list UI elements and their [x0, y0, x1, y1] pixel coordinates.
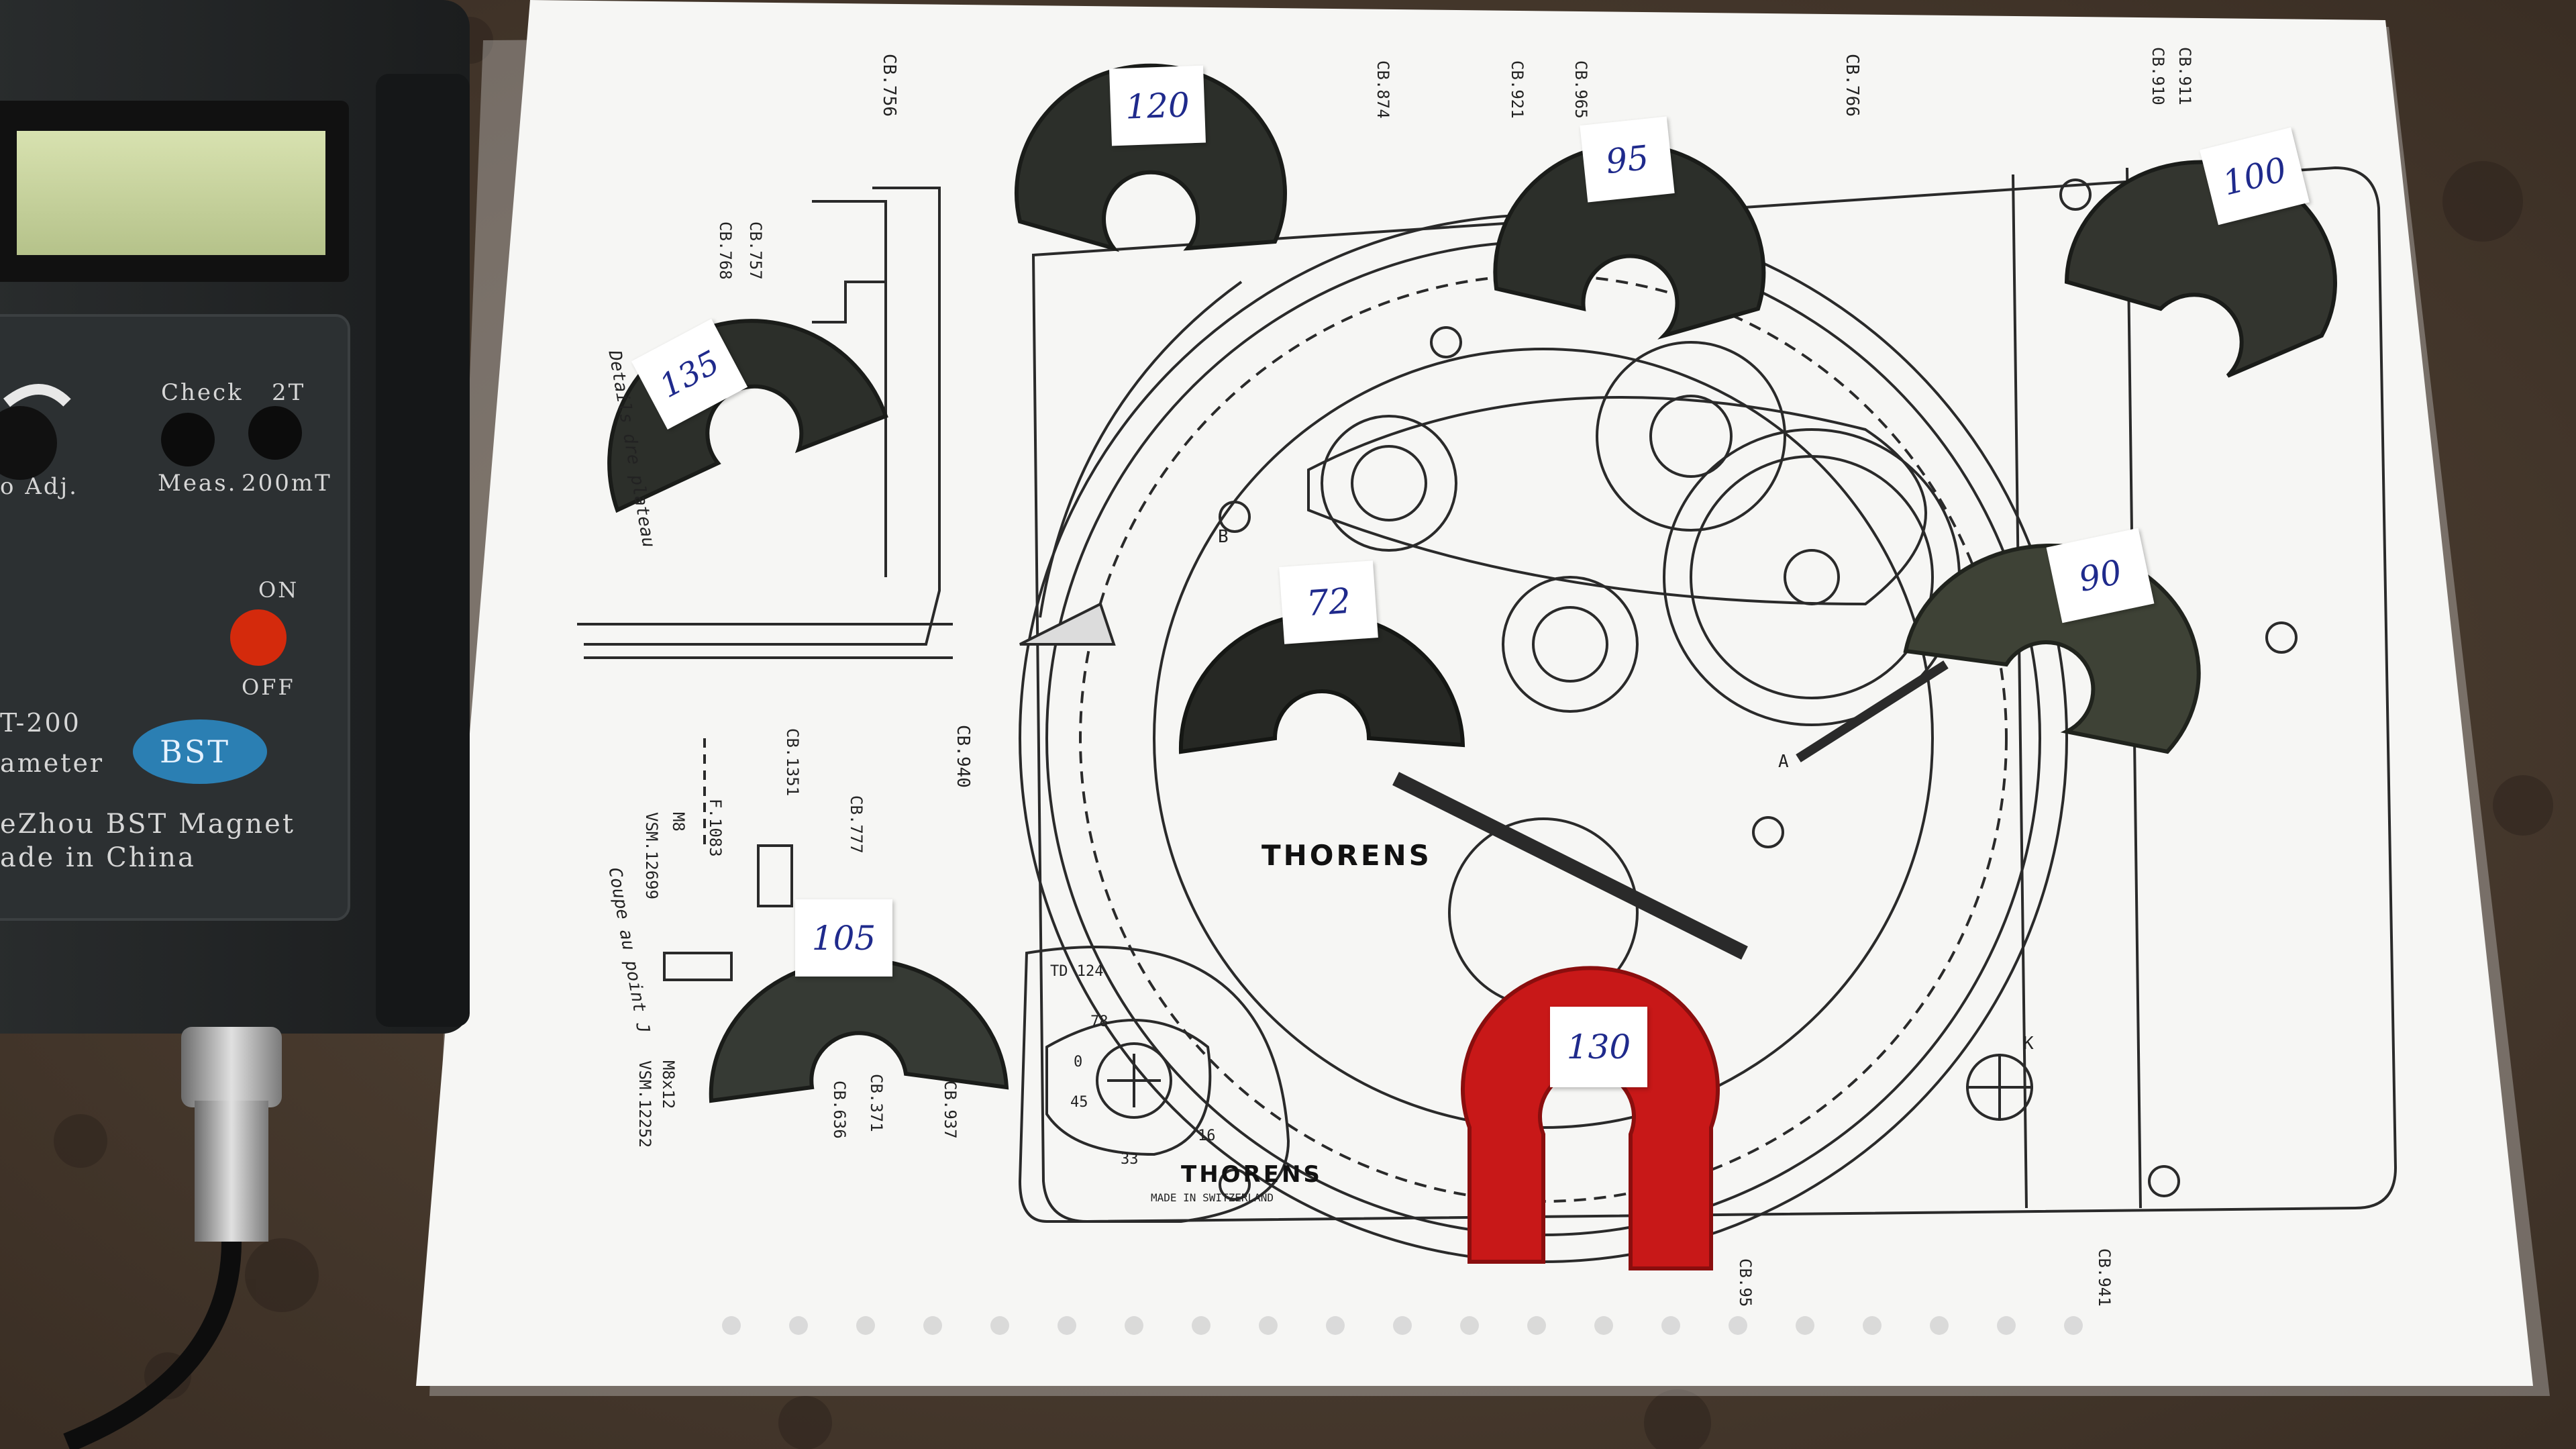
- model-td124: TD 124: [1050, 963, 1104, 980]
- code-cb911: CB.911: [2175, 47, 2194, 105]
- connector-nut: [195, 1101, 268, 1242]
- magnet-120[interactable]: [1015, 63, 1287, 252]
- code-cb95: CB.95: [1736, 1258, 1755, 1307]
- range-200mt-label: 200mT: [242, 470, 332, 497]
- scale-33: 33: [1121, 1151, 1139, 1168]
- technical-drawing: [577, 166, 2398, 1263]
- magnet-72[interactable]: [1178, 611, 1465, 754]
- connector-body[interactable]: [181, 1027, 282, 1107]
- code-vsm12699: VSM.12699: [642, 812, 661, 900]
- range-2t-label: 2T: [272, 379, 306, 406]
- sleeve-holes: [722, 1316, 2083, 1335]
- zero-adj-knob[interactable]: [0, 406, 57, 480]
- magnet-105[interactable]: [709, 957, 1009, 1103]
- brand-badge: BST: [160, 734, 230, 770]
- magnet-tag-105: 105: [795, 899, 892, 977]
- meter-side-rail: [376, 74, 470, 1027]
- check-button[interactable]: [161, 413, 215, 466]
- letter-a: A: [1778, 752, 1789, 772]
- magnet-tag-72: 72: [1279, 560, 1378, 644]
- thorens-logo-bottom: THORENS: [1181, 1161, 1323, 1188]
- code-cb937: CB.937: [941, 1081, 960, 1139]
- code-cb777: CB.777: [847, 795, 866, 854]
- code-cb1351: CB.1351: [783, 728, 802, 797]
- meas-label: Meas.: [158, 470, 238, 497]
- zero-adj-arc: [3, 384, 71, 407]
- on-label: ON: [258, 577, 299, 603]
- check-label: Check: [161, 379, 244, 406]
- probe-cable: [63, 1241, 242, 1449]
- magnet-95[interactable]: [1493, 142, 1766, 340]
- scale-16: 16: [1198, 1128, 1216, 1144]
- zero-adj-label: o Adj.: [0, 473, 79, 500]
- code-cb874: CB.874: [1374, 60, 1392, 119]
- code-cb636: CB.636: [830, 1081, 849, 1139]
- code-cb921: CB.921: [1508, 60, 1527, 119]
- gaussmeter: [0, 0, 470, 1449]
- code-cb756: CB.756: [879, 54, 899, 117]
- magnet-tag-130: 130: [1550, 1007, 1647, 1087]
- model-label: T-200: [0, 708, 81, 738]
- magnet-tag-120: 120: [1109, 65, 1206, 146]
- magnet-tag-95: 95: [1580, 116, 1675, 203]
- maker-line-1: eZhou BST Magnet: [0, 809, 295, 840]
- code-cb941: CB.941: [2095, 1248, 2114, 1307]
- code-cb965: CB.965: [1572, 60, 1590, 119]
- code-cb371: CB.371: [867, 1074, 886, 1132]
- maker-line-2: ade in China: [0, 842, 196, 873]
- letter-k: K: [2023, 1034, 2034, 1054]
- code-f1083: F.1083: [706, 799, 725, 857]
- type-label: ameter: [0, 748, 105, 778]
- range-button[interactable]: [248, 406, 302, 460]
- off-label: OFF: [242, 674, 295, 700]
- code-cb940: CB.940: [953, 725, 973, 788]
- scale-78: 78: [1090, 1013, 1109, 1030]
- code-m8: M8: [669, 812, 688, 832]
- code-cb766: CB.766: [1842, 54, 1862, 117]
- thorens-logo: THORENS: [1261, 839, 1432, 872]
- lcd-display: [17, 131, 325, 255]
- letter-b: B: [1218, 527, 1229, 547]
- code-m8x12: M8x12: [659, 1060, 678, 1109]
- made-in-switzerland: MADE IN SWITZERLAND: [1151, 1191, 1274, 1204]
- bst-badge-shape: [133, 719, 267, 784]
- code-cb910: CB.910: [2149, 47, 2167, 105]
- magnet-100[interactable]: [2064, 160, 2337, 378]
- code-vsm12252: VSM.12252: [635, 1060, 654, 1148]
- meter-panel: [0, 314, 350, 921]
- scale-45: 45: [1070, 1094, 1088, 1111]
- power-switch[interactable]: [230, 609, 287, 666]
- code-cb757: CB.757: [746, 221, 765, 280]
- scale-0: 0: [1074, 1054, 1083, 1070]
- code-cb768: CB.768: [716, 221, 735, 280]
